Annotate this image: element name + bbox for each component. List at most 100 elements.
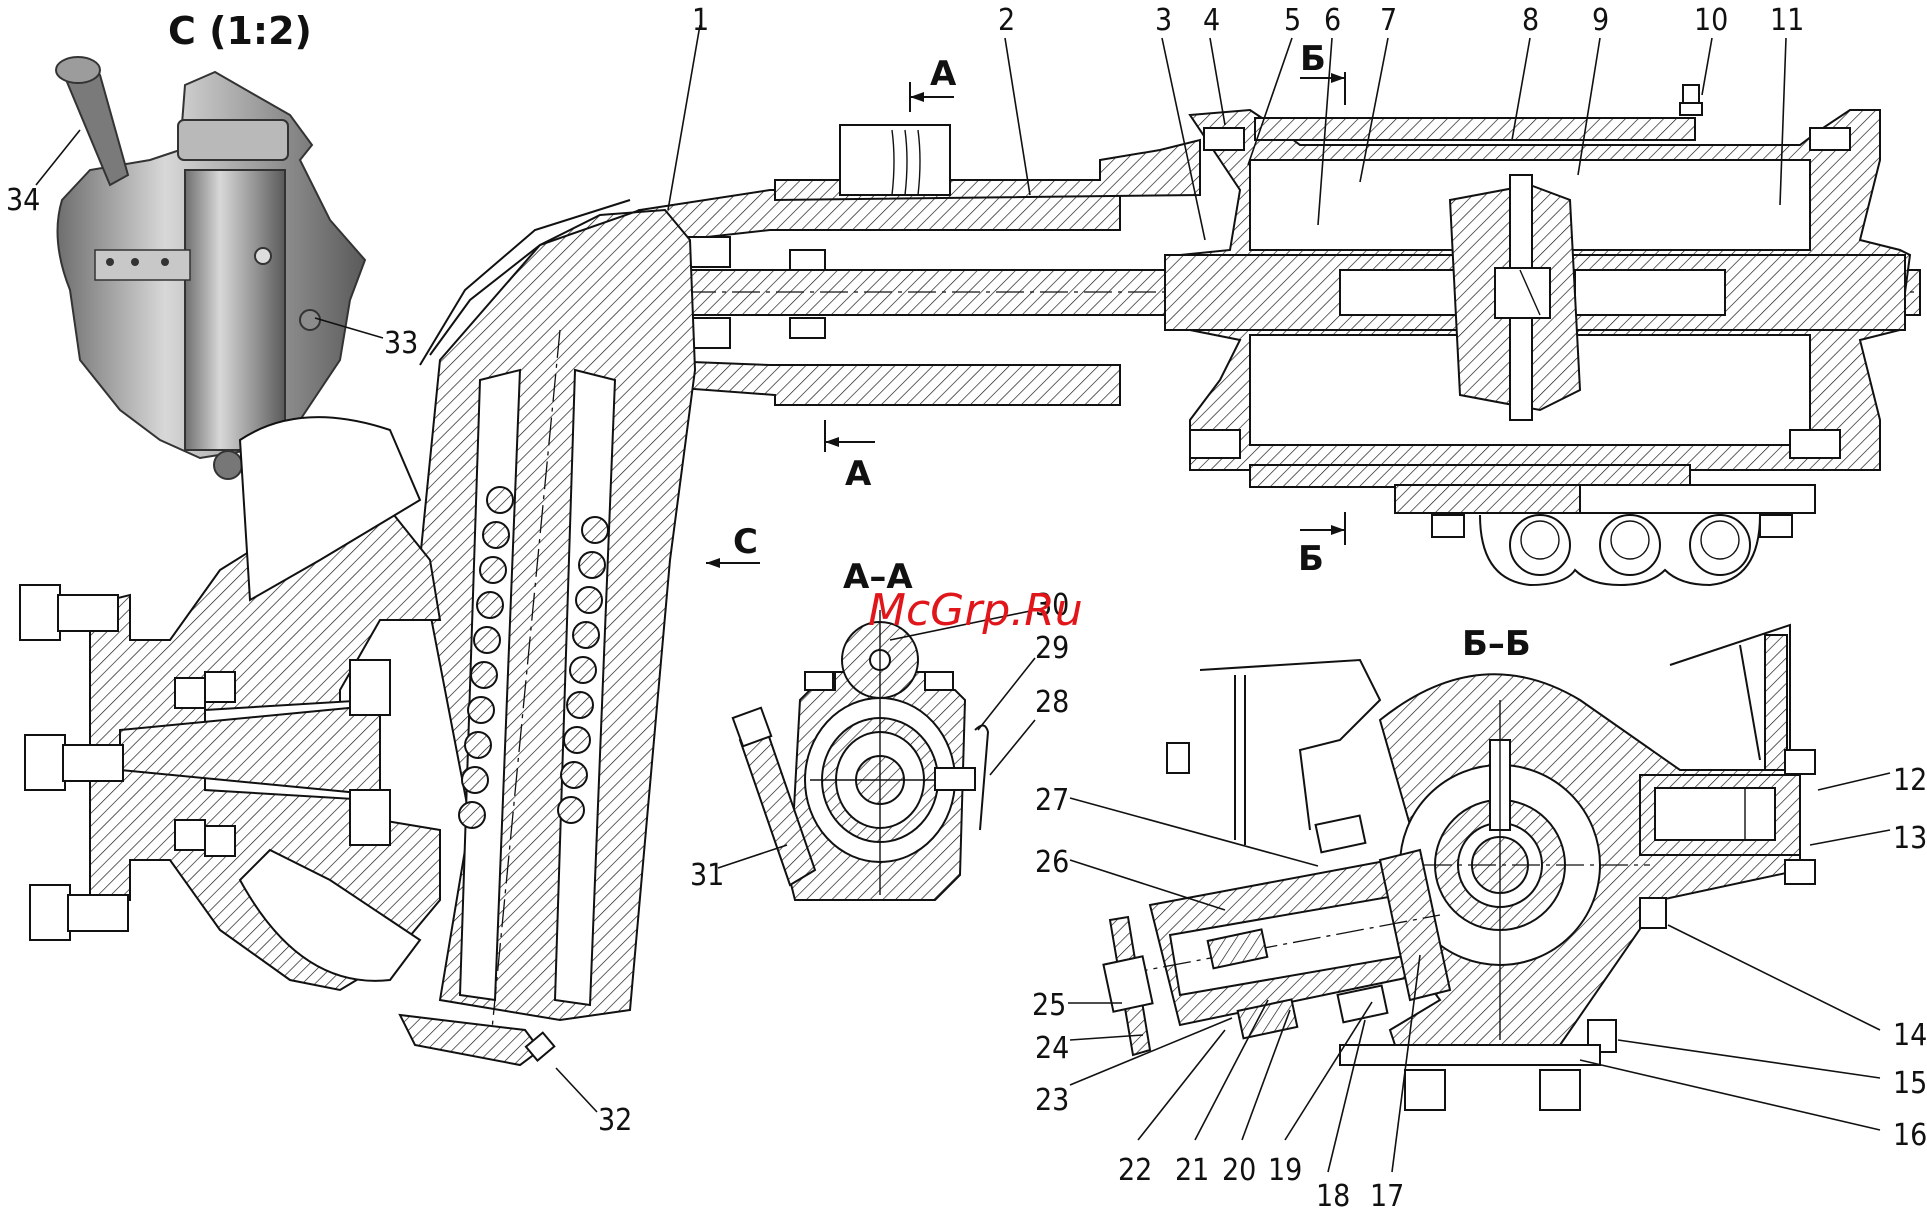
hose <box>1690 515 1750 575</box>
hub-bolt-lower <box>350 790 390 845</box>
leader-21 <box>1195 1000 1268 1140</box>
hose <box>1510 515 1570 575</box>
section-bb-title: Б–Б <box>1462 624 1531 664</box>
hub-bearing <box>175 678 205 708</box>
view-c-arrow: C <box>706 522 760 568</box>
callout-4: 4 <box>1203 3 1220 38</box>
callout-9: 9 <box>1592 3 1609 38</box>
bolt-hole <box>161 258 169 266</box>
wheel-stud <box>68 895 128 931</box>
leader-16 <box>1580 1060 1880 1130</box>
bb-bolt-bottom <box>1785 860 1815 884</box>
callout-34: 34 <box>6 183 40 218</box>
bb-base-nut <box>1405 1070 1445 1110</box>
mount-plate-right <box>1580 485 1815 513</box>
bb-base-plate-16 <box>1340 1045 1600 1065</box>
leader-2 <box>1005 38 1030 195</box>
callout-25: 25 <box>1032 988 1066 1023</box>
section-marker-a-bottom: А <box>825 420 875 494</box>
bb-shaft-bore <box>1655 788 1775 840</box>
leader-26 <box>1070 860 1225 910</box>
leader-22 <box>1138 1030 1225 1140</box>
callout-17: 17 <box>1370 1179 1404 1214</box>
leader-27 <box>1070 798 1318 866</box>
bolt <box>1790 430 1840 458</box>
bearing <box>790 318 825 338</box>
callout-23: 23 <box>1035 1083 1069 1118</box>
outer-tube-lower <box>1250 465 1690 487</box>
aa-cotter-pin-29 <box>975 725 988 830</box>
leader-28 <box>990 720 1035 775</box>
bolt-hole <box>106 258 114 266</box>
upper-rack-body <box>775 140 1200 200</box>
watermark: McGrp.Ru <box>868 585 1083 636</box>
section-a-label-bottom: А <box>845 454 872 494</box>
callout-11: 11 <box>1770 3 1804 38</box>
section-b-label-bottom: Б <box>1298 539 1324 579</box>
leader-10 <box>1702 38 1712 95</box>
nut <box>1432 515 1464 537</box>
breather-nut <box>1680 103 1702 115</box>
wheel-stud <box>63 745 123 781</box>
section-marker-b-top: Б <box>1300 39 1345 105</box>
hub-bearing <box>205 826 235 856</box>
axle-bore-right <box>1575 270 1725 315</box>
housing-top-cap <box>178 120 288 160</box>
bb-plug-14 <box>1640 898 1666 928</box>
leader-29 <box>978 658 1035 730</box>
callout-14: 14 <box>1893 1018 1927 1053</box>
section-marker-a-top: А <box>910 54 957 112</box>
wheel-stud <box>58 595 118 631</box>
leader-13 <box>1810 830 1890 845</box>
bolt <box>1204 128 1244 150</box>
callout-32: 32 <box>598 1103 632 1138</box>
callout-28: 28 <box>1035 685 1069 720</box>
callout-21: 21 <box>1175 1153 1209 1188</box>
callout-3: 3 <box>1155 3 1172 38</box>
bolt-hole <box>131 258 139 266</box>
leader-34 <box>36 130 80 185</box>
callout-10: 10 <box>1694 3 1728 38</box>
wheel-nut <box>30 885 70 940</box>
callout-27: 27 <box>1035 783 1069 818</box>
bolt <box>1190 430 1240 458</box>
aa-nut-left <box>805 672 833 690</box>
bb-bolt-top <box>1785 750 1815 774</box>
leader-12 <box>1818 773 1890 790</box>
callout-5: 5 <box>1284 3 1301 38</box>
bearing <box>790 250 825 270</box>
bb-base-nut <box>1540 1070 1580 1110</box>
hose-inner <box>1611 521 1649 559</box>
callout-33: 33 <box>384 326 418 361</box>
outer-tube-8 <box>1255 118 1695 140</box>
drain-plug-33 <box>300 310 320 330</box>
callout-7: 7 <box>1380 3 1397 38</box>
section-marker-b-bottom: Б <box>1298 512 1345 579</box>
bb-bolt <box>1167 743 1189 773</box>
bottom-cover <box>400 1015 540 1065</box>
aa-pin-28 <box>935 768 975 790</box>
leader-15 <box>1618 1040 1880 1078</box>
bb-frame-left <box>1200 660 1380 830</box>
bottom-boss <box>214 451 242 479</box>
callout-15: 15 <box>1893 1066 1927 1101</box>
hub-bearing <box>205 672 235 702</box>
leader-19 <box>1285 1002 1372 1140</box>
plug <box>255 248 271 264</box>
callout-1: 1 <box>692 3 709 38</box>
hose-inner <box>1701 521 1739 559</box>
leader-3 <box>1162 38 1205 240</box>
leader-1 <box>668 25 700 210</box>
callout-6: 6 <box>1324 3 1341 38</box>
leader-14 <box>1668 925 1880 1030</box>
section-a-label-top: А <box>930 54 957 94</box>
bolt <box>1810 128 1850 150</box>
section-b-label-top: Б <box>1300 39 1326 79</box>
aa-nut-right <box>925 672 953 690</box>
bb-bracket-plate <box>1765 635 1787 785</box>
view-c-marker-label: C <box>733 522 758 562</box>
bb-bearing-upper <box>1316 816 1366 853</box>
callout-19: 19 <box>1268 1153 1302 1188</box>
callout-2: 2 <box>998 3 1015 38</box>
